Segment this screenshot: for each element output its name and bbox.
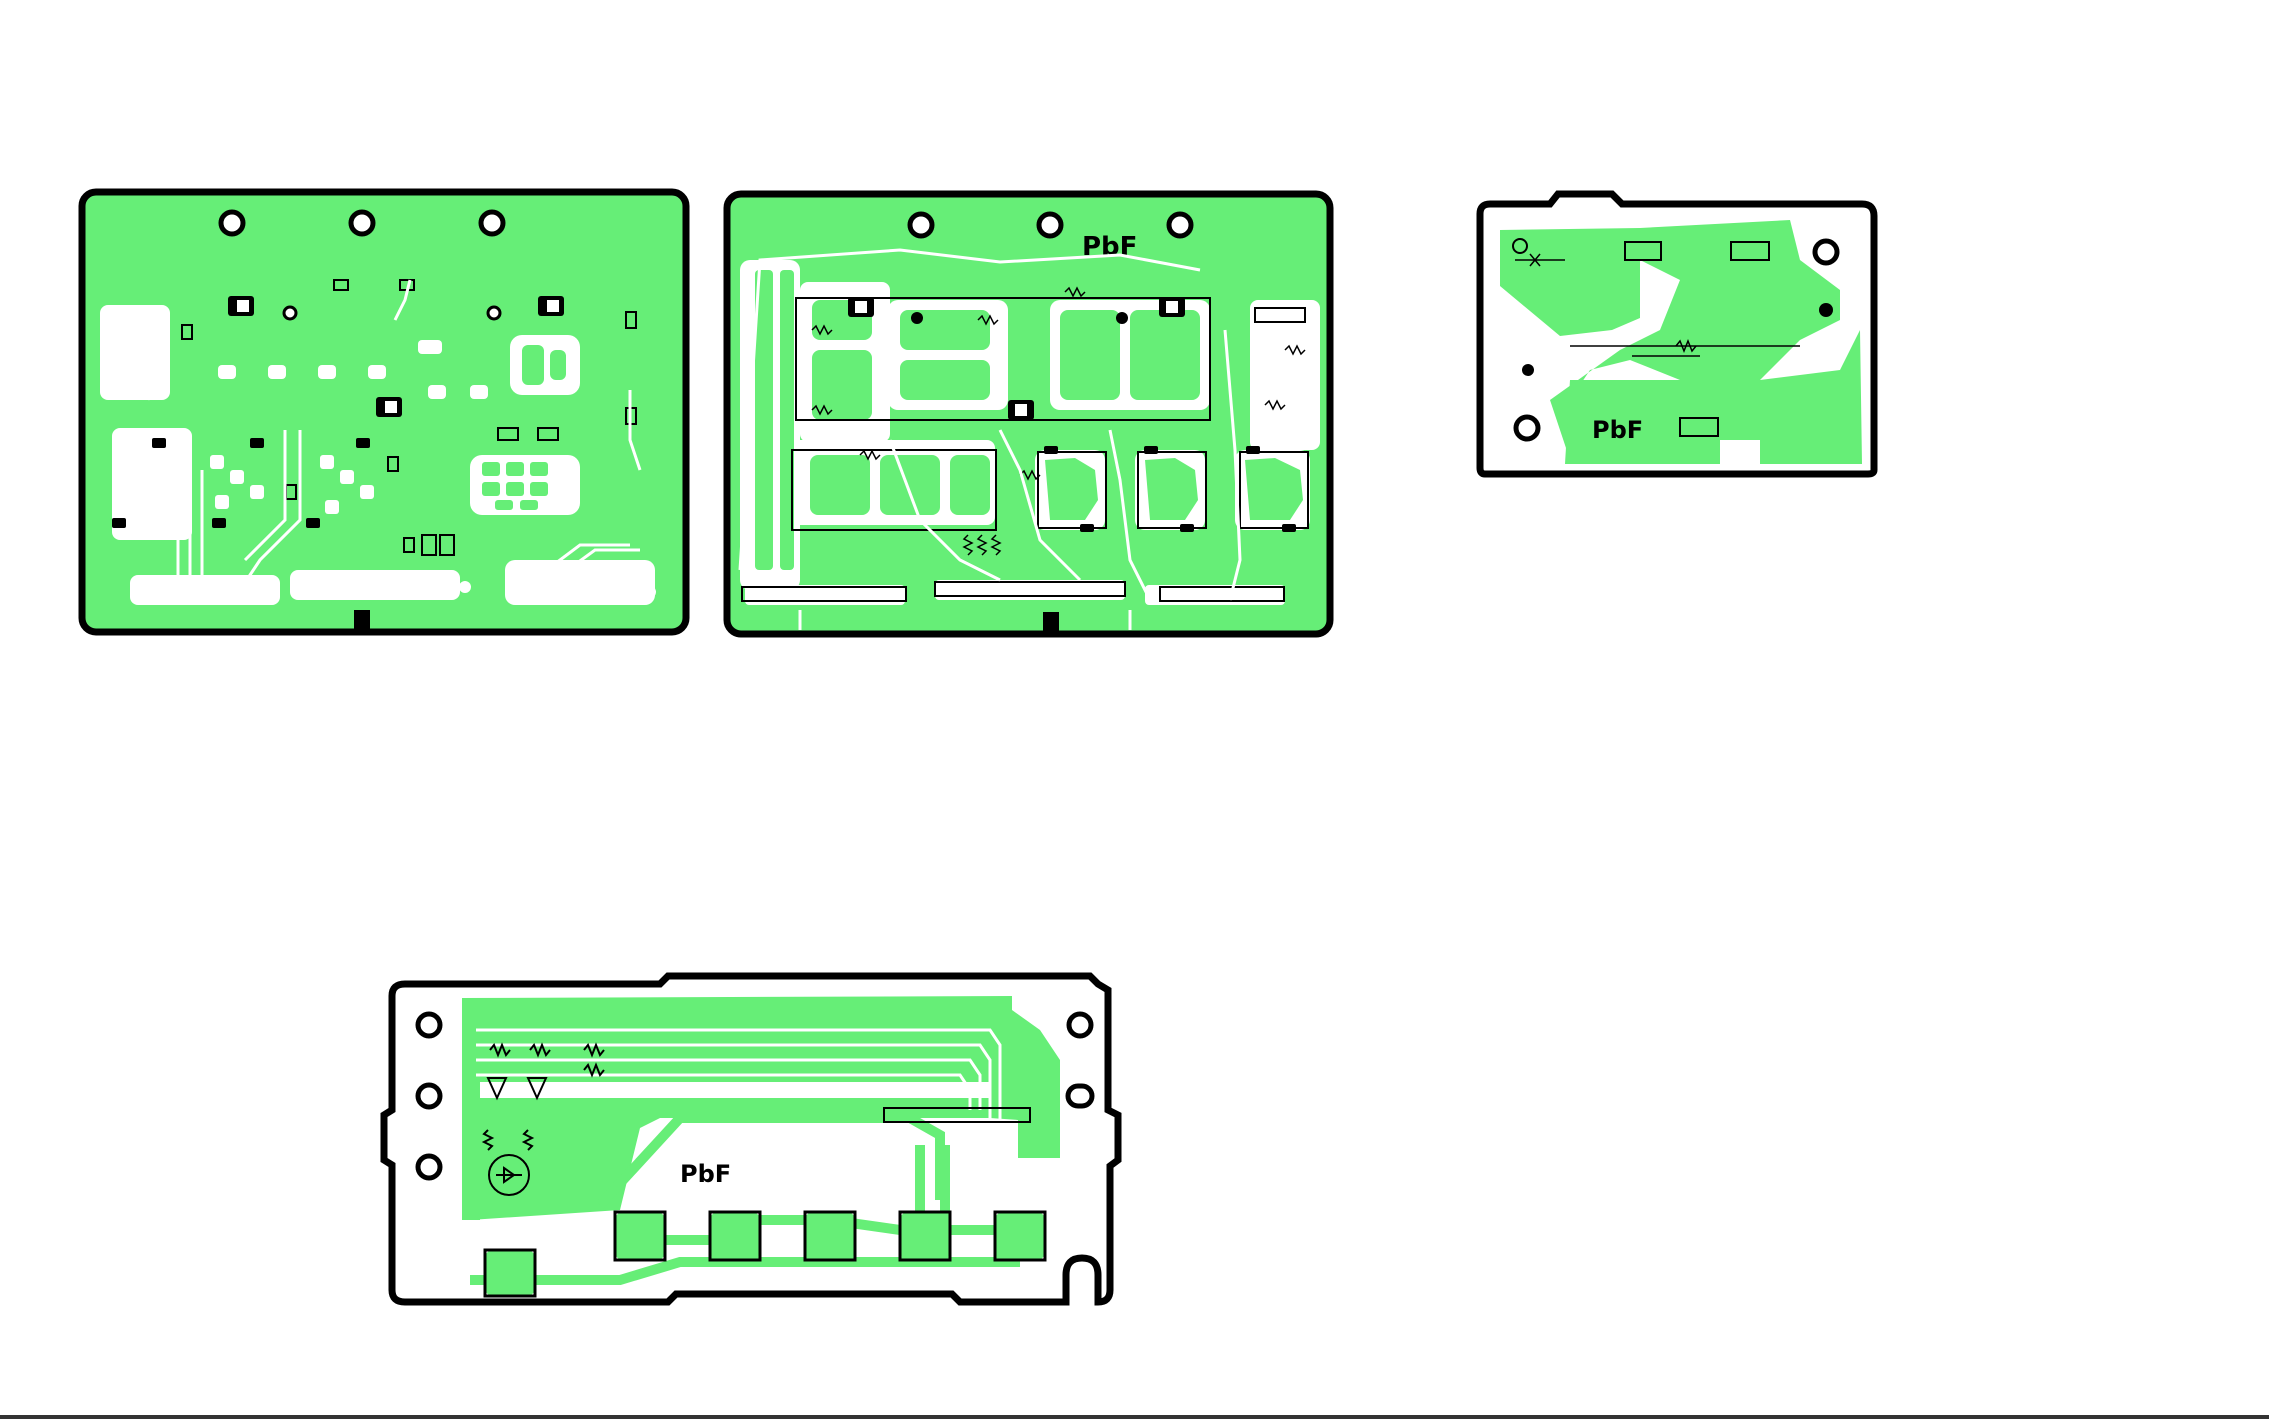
board-1-notch bbox=[354, 610, 370, 632]
pcb-board-4: PbF bbox=[384, 976, 1118, 1302]
pcb-board-2: PbF bbox=[727, 194, 1330, 634]
board-2-notch bbox=[1043, 612, 1059, 634]
pcb-board-3: PbF bbox=[1480, 194, 1874, 474]
board-4-marking: PbF bbox=[680, 1160, 731, 1188]
pcb-board-1 bbox=[82, 192, 686, 632]
board-3-marking: PbF bbox=[1592, 416, 1643, 444]
page-bottom-border bbox=[0, 1415, 2269, 1419]
